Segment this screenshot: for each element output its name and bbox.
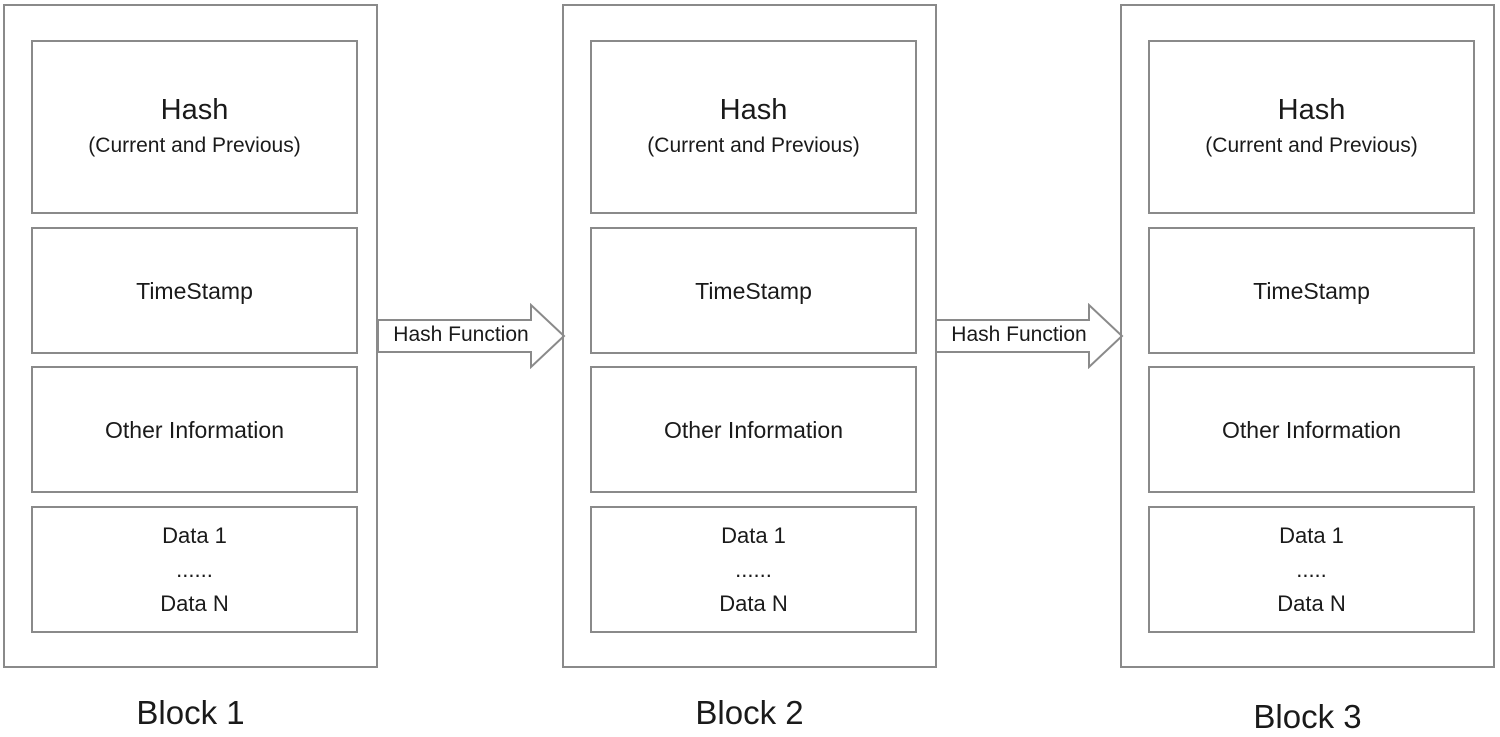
hash-title: Hash [719, 94, 788, 126]
data-cell: Data 1 ...... Data N [31, 506, 358, 633]
data-first: Data 1 [1279, 522, 1344, 548]
data-last: Data N [160, 590, 229, 616]
timestamp-cell: TimeStamp [590, 227, 917, 354]
hash-subtitle: (Current and Previous) [1205, 134, 1418, 157]
hash-cell: Hash (Current and Previous) [590, 40, 917, 214]
other-information-label: Other Information [1222, 416, 1401, 443]
block-2: Hash (Current and Previous) TimeStamp Ot… [562, 4, 937, 668]
block-1-label: Block 1 [136, 694, 245, 731]
hash-title: Hash [160, 94, 229, 126]
hash-subtitle: (Current and Previous) [88, 134, 301, 157]
data-cell: Data 1 ..... Data N [1148, 506, 1475, 633]
other-information-label: Other Information [664, 416, 843, 443]
hash-cell: Hash (Current and Previous) [1148, 40, 1475, 214]
hash-function-label: Hash Function [393, 323, 529, 346]
arrow-icon [935, 303, 1124, 369]
data-ellipsis: ...... [735, 556, 772, 582]
data-ellipsis: ..... [1296, 556, 1327, 582]
hash-function-label: Hash Function [951, 323, 1087, 346]
data-ellipsis: ...... [176, 556, 213, 582]
timestamp-cell: TimeStamp [31, 227, 358, 354]
other-information-cell: Other Information [1148, 366, 1475, 493]
data-last: Data N [719, 590, 788, 616]
other-information-cell: Other Information [590, 366, 917, 493]
arrow-icon [377, 303, 566, 369]
other-information-label: Other Information [105, 416, 284, 443]
data-last: Data N [1277, 590, 1346, 616]
timestamp-label: TimeStamp [136, 277, 253, 304]
hash-subtitle: (Current and Previous) [647, 134, 860, 157]
data-cell: Data 1 ...... Data N [590, 506, 917, 633]
block-1: Hash (Current and Previous) TimeStamp Ot… [3, 4, 378, 668]
timestamp-label: TimeStamp [695, 277, 812, 304]
hash-title: Hash [1277, 94, 1346, 126]
data-first: Data 1 [162, 522, 227, 548]
hash-function-arrow-2: Hash Function [935, 303, 1125, 369]
hash-cell: Hash (Current and Previous) [31, 40, 358, 214]
hash-function-arrow-1: Hash Function [377, 303, 567, 369]
timestamp-label: TimeStamp [1253, 277, 1370, 304]
timestamp-cell: TimeStamp [1148, 227, 1475, 354]
block-2-label: Block 2 [695, 694, 804, 731]
block-3-label: Block 3 [1253, 698, 1362, 735]
block-3: Hash (Current and Previous) TimeStamp Ot… [1120, 4, 1495, 668]
other-information-cell: Other Information [31, 366, 358, 493]
data-first: Data 1 [721, 522, 786, 548]
